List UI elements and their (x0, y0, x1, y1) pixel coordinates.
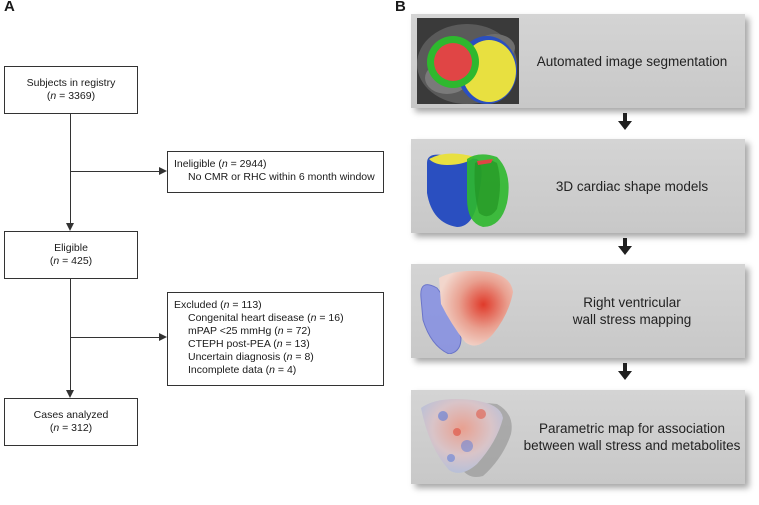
connector-line (70, 114, 71, 224)
excluded-title: Excluded (n = 113) (174, 299, 262, 311)
3d-heart-shape-image (427, 153, 509, 227)
excluded-box: Excluded (n = 113) Congenital heart dise… (167, 292, 384, 386)
excluded-reason: Congenital heart disease (n = 16) (188, 312, 344, 324)
ineligible-detail: No CMR or RHC within 6 month window (188, 171, 375, 183)
connector-line (70, 279, 71, 390)
excluded-reason: mPAP <25 mmHg (n = 72) (188, 325, 311, 337)
arrow-right-icon (159, 167, 167, 175)
analyzed-box: Cases analyzed (n = 312) (4, 398, 138, 446)
registry-count: (n = 3369) (46, 90, 96, 102)
eligible-box: Eligible (n = 425) (4, 231, 138, 279)
arrow-right-icon (159, 333, 167, 341)
step-label: 3D cardiac shape models (555, 178, 709, 194)
step-parametric-map: Parametric map for association between w… (411, 390, 745, 484)
excluded-reason: Incomplete data (n = 4) (188, 364, 297, 376)
connector-line (70, 337, 159, 338)
step-3d-shape-models: 3D cardiac shape models (411, 139, 745, 233)
connector-line (70, 171, 159, 172)
mri-segmentation-image (417, 18, 519, 104)
panel-a-label: A (4, 0, 15, 15)
arrow-down-icon (66, 390, 74, 398)
registry-label: Subjects in registry (26, 77, 116, 89)
step-label: Parametric map for association between w… (523, 421, 741, 453)
analyzed-label: Cases analyzed (33, 409, 109, 421)
parametric-map-heart-image (421, 399, 512, 477)
step-image-segmentation: Automated image segmentation (411, 14, 745, 108)
panel-b-label: B (395, 0, 406, 15)
eligible-label: Eligible (54, 242, 88, 254)
analyzed-count: (n = 312) (49, 422, 93, 434)
excluded-reason: Uncertain diagnosis (n = 8) (188, 351, 314, 363)
step-label: Automated image segmentation (536, 53, 728, 69)
step-wall-stress-mapping: Right ventricular wall stress mapping (411, 264, 745, 358)
excluded-reason: CTEPH post-PEA (n = 13) (188, 338, 310, 350)
wall-stress-heart-image (420, 270, 513, 354)
ineligible-title: Ineligible (n = 2944) (174, 158, 267, 170)
step-label: Right ventricular wall stress mapping (572, 295, 692, 327)
registry-box: Subjects in registry (n = 3369) (4, 66, 138, 114)
arrow-down-icon (66, 223, 74, 231)
ineligible-box: Ineligible (n = 2944) No CMR or RHC with… (167, 151, 384, 193)
eligible-count: (n = 425) (49, 255, 93, 267)
excluded-reasons-list: Congenital heart disease (n = 16) mPAP <… (174, 312, 383, 377)
